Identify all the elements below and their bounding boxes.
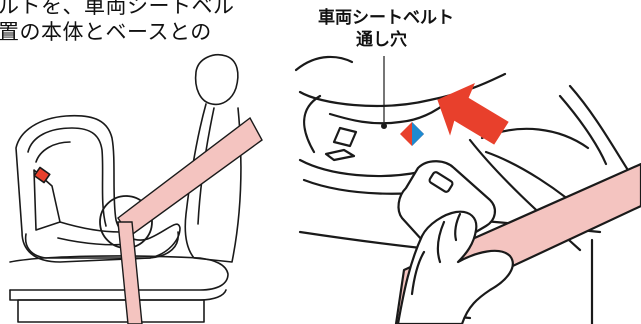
left-seat-belt — [117, 116, 263, 324]
base-rim — [298, 158, 422, 178]
hand-icon — [396, 210, 514, 324]
callout-leader — [381, 56, 387, 129]
callout-label-line-2: 通し穴 — [356, 30, 407, 50]
instruction-text-line-2: 置の本体とベースとの — [0, 20, 212, 44]
vehicle-seat-rail — [17, 299, 205, 323]
child-seat-base — [24, 231, 179, 259]
vehicle-headrest — [194, 54, 239, 106]
vehicle-seat-cushion — [9, 255, 229, 291]
belt-guide-slot — [328, 98, 452, 125]
instruction-text-line-1: ルトを、車両シートベル — [0, 0, 235, 18]
belt-guide-marker-icon — [400, 122, 424, 146]
direction-arrow-icon — [437, 83, 509, 145]
left-panel — [9, 54, 242, 323]
callout-label-line-1: 車両シートベルト — [318, 8, 454, 28]
shell-top — [294, 55, 354, 72]
